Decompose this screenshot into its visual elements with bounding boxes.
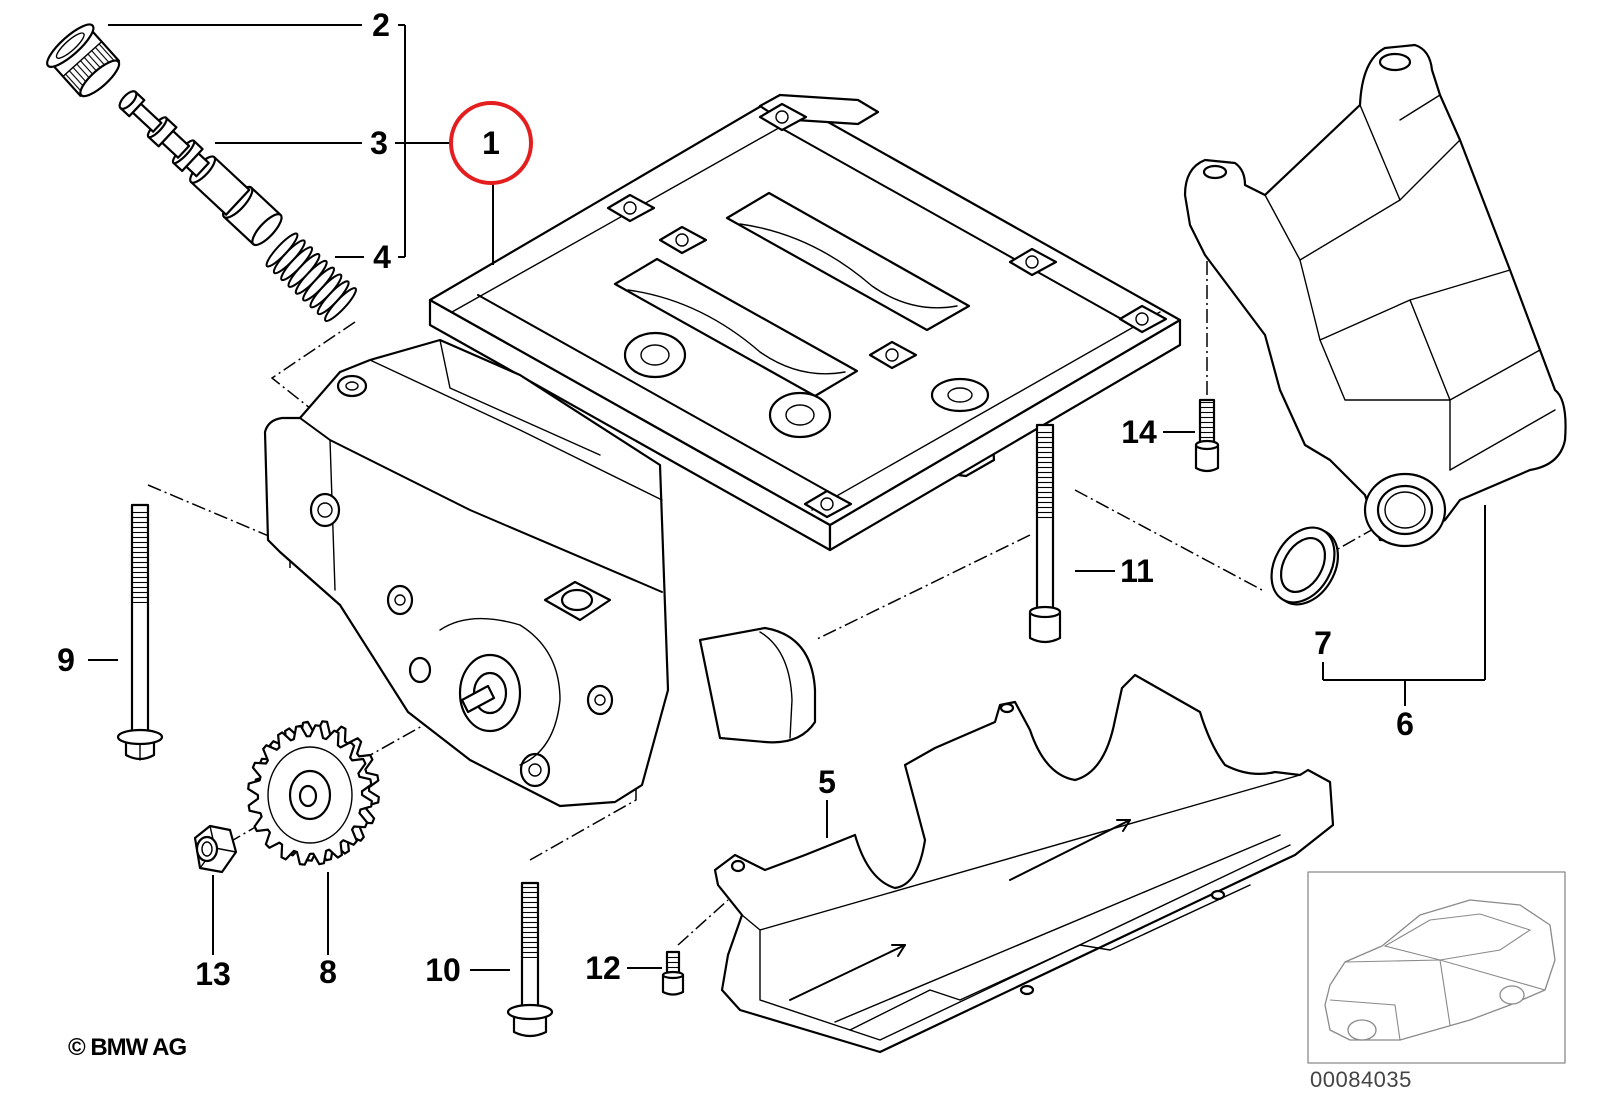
part-6-bracket [1183, 43, 1567, 548]
part-1-housing [263, 93, 1182, 808]
part-3-piston [118, 90, 283, 247]
part-8-sprocket [247, 720, 380, 866]
callout-11: 11 [1120, 553, 1154, 589]
callout-1: 1 [482, 125, 500, 161]
vehicle-thumbnail [1307, 871, 1566, 1064]
callout-5: 5 [818, 764, 836, 800]
callout-6: 6 [1396, 706, 1414, 742]
part-11-bolt [1028, 423, 1062, 644]
part-5-baffle [713, 673, 1335, 1054]
callout-14: 14 [1121, 414, 1157, 450]
callout-12: 12 [585, 950, 621, 986]
part-2-plug [46, 23, 121, 98]
part-12-screw [661, 950, 685, 996]
part-10-bolt [506, 881, 554, 1038]
callout-9: 9 [57, 642, 75, 678]
part-4-spring [265, 232, 357, 323]
callout-2: 2 [372, 7, 390, 43]
callout-7: 7 [1314, 625, 1332, 661]
image-number: 00084035 [1310, 1067, 1412, 1092]
leader-lines [88, 24, 1486, 971]
copyright-text: © BMW AG [68, 1034, 186, 1061]
part-7-ring [1270, 526, 1339, 606]
part-13-nut [193, 824, 238, 874]
callout-8: 8 [319, 954, 337, 990]
callout-10: 10 [425, 952, 461, 988]
callout-3: 3 [370, 125, 388, 161]
part-9-bolt [116, 503, 164, 761]
callout-13: 13 [195, 956, 231, 992]
callout-4: 4 [373, 239, 391, 275]
highlight-circle [449, 101, 533, 185]
part-14-bolt [1194, 398, 1220, 473]
callout-labels: 2 3 1 4 14 11 7 6 9 5 13 8 10 12 [57, 7, 1414, 992]
